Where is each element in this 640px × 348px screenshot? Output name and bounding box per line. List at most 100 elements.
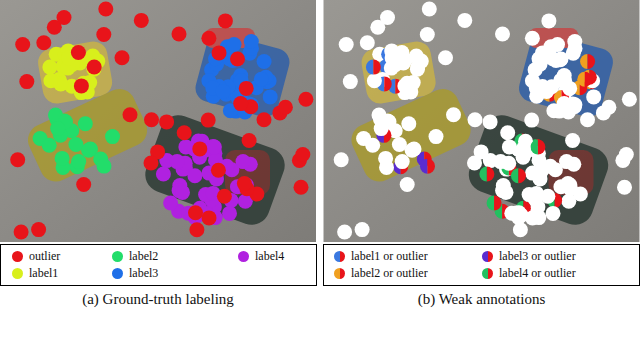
point [144,156,159,171]
legend-text: label1 [29,266,58,280]
point [422,2,437,17]
photo-ground-truth [0,0,316,242]
swatch-half [340,251,346,262]
weak-point [585,72,593,87]
point [410,60,425,75]
subfigure-caption: (a) Ground-truth labeling [0,290,316,308]
weak-point [366,60,373,75]
point [257,112,272,127]
legend-text: label3 or outlier [499,249,576,263]
legend-swatch [12,251,23,262]
point [554,52,569,67]
point [222,206,237,221]
point [619,147,634,162]
photo-weak-annotations [323,0,640,242]
weak-point [494,195,502,210]
point [567,34,582,49]
point [395,154,410,169]
weak-point [588,54,595,69]
point [97,159,112,174]
point [202,210,217,225]
point [42,60,57,75]
point [540,189,555,204]
weak-point [487,166,495,181]
weak-point [538,140,546,155]
point [586,89,601,104]
legend-swatch [12,268,23,279]
point [483,114,498,129]
point [207,140,222,155]
weak-point [427,159,435,174]
point [295,147,310,162]
point [525,31,540,46]
point [534,163,549,178]
point [378,151,393,166]
point [565,133,580,148]
point [218,13,233,28]
point [263,89,278,104]
weak-point [530,140,538,155]
point [170,154,185,169]
point [134,13,149,28]
weak-point [479,166,486,181]
weak-point [373,60,380,75]
point [557,96,572,111]
swatch-half [488,251,494,262]
point [201,113,216,128]
point [96,27,111,42]
point [10,152,25,167]
point [512,205,527,220]
point [468,112,483,127]
point [236,154,251,169]
weak-point [577,72,585,87]
point [367,73,382,88]
point [43,73,58,88]
point [493,154,508,169]
point [192,141,207,156]
point [516,141,531,156]
point [360,35,375,50]
point [81,143,96,158]
point [189,222,204,237]
point [539,84,554,99]
point [19,74,34,89]
point [76,177,91,192]
legend-split-swatch [482,268,493,279]
point [429,129,444,144]
point [201,31,216,46]
point [298,92,313,107]
point [105,129,120,144]
point [31,222,46,237]
point [535,45,550,60]
point [560,176,575,191]
point [244,34,259,49]
point [546,206,561,221]
point [617,180,632,195]
point [239,81,254,96]
point [115,50,130,65]
legend-text: label2 or outlier [351,266,428,280]
point [502,139,517,154]
point [254,72,269,87]
point [257,54,272,69]
point [550,37,565,52]
point [438,50,453,65]
point [420,27,435,42]
point [559,154,574,169]
point [334,152,349,167]
legend-split-swatch [482,251,493,262]
point [50,121,65,136]
point [524,113,539,128]
point [380,10,395,25]
point [457,13,472,28]
point [405,143,420,158]
point [467,156,482,171]
point [55,151,70,166]
weak-point [420,159,428,174]
point [397,78,412,93]
point [188,205,203,220]
point [541,13,556,28]
point [144,112,159,127]
point [278,100,293,115]
point [580,112,595,127]
